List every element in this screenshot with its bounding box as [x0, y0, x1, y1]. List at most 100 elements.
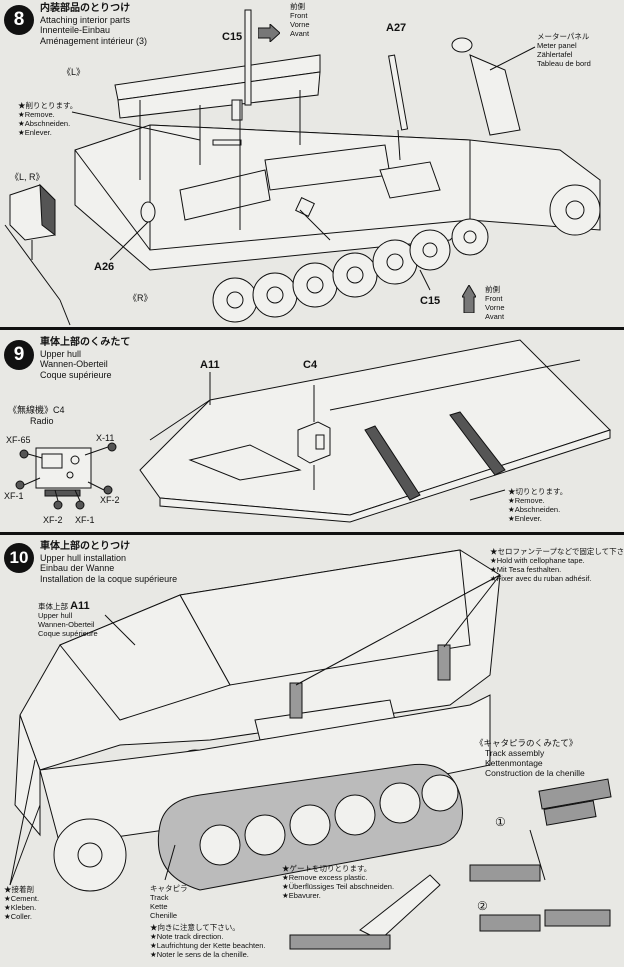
tape-fr: ★Fixer avec du ruban adhésif. [490, 574, 592, 583]
front2-de: Vorne [485, 303, 505, 312]
title-jp: 車体上部のとりつけ [40, 541, 131, 552]
gate-de: ★Überflüssiges Teil abschneiden. [282, 882, 395, 891]
front-arrow-icon [257, 22, 281, 47]
dir-en: ★Note track direction. [150, 932, 224, 941]
front2-fr: Avant [485, 312, 505, 321]
cement-note: ★接着剤 ★Cement. ★Kleben. ★Coller. [4, 885, 39, 921]
part-a11: A11 [200, 359, 220, 371]
title-en: Upper hull [40, 348, 82, 359]
front-en: Front [290, 11, 308, 20]
hull-en: Upper hull [38, 611, 73, 620]
front2-en: Front [485, 294, 503, 303]
remove-fr: ★Enlever. [18, 128, 52, 137]
hull-part: A11 [70, 600, 90, 612]
paint-x11: X-11 [96, 433, 115, 443]
cut-de: ★Abschneiden. [508, 505, 561, 514]
step-title: 車体上部のくみたて Upper hull Wannen-Oberteil Coq… [40, 337, 131, 380]
cut-note: ★切りとります。 ★Remove. ★Abschneiden. ★Enlever… [508, 487, 567, 523]
upper-hull-label: 車体上部 A11 Upper hull Wannen-Oberteil Coqu… [38, 600, 98, 639]
tape-en: ★Hold with cellophane tape. [490, 556, 585, 565]
step-10-drawing [9, 549, 612, 950]
radio-label: 《無線機》C4 Radio [8, 405, 65, 427]
step-number: 8 [4, 5, 34, 35]
meter-fr: Tableau de bord [537, 59, 591, 68]
title-de: Wannen-Oberteil [40, 359, 108, 369]
gate-en: ★Remove excess plastic. [282, 873, 368, 882]
cement-en: ★Cement. [4, 894, 40, 903]
title-jp: 内装部品のとりつけ [40, 3, 131, 14]
tape-de: ★Mit Tesa festhalten. [490, 565, 562, 574]
cement-fr: ★Coller. [4, 912, 32, 921]
track-asm-fr: Construction de la chenille [485, 768, 585, 778]
remove-note: ★削りとります。 ★Remove. ★Abschneiden. ★Enlever… [18, 101, 77, 137]
track-label: キャタピラ Track Kette Chenille [150, 884, 188, 920]
step-8-drawing [4, 9, 601, 326]
step-title: 内装部品のとりつけ Attaching interior parts Innen… [40, 3, 147, 46]
cement-de: ★Kleben. [4, 903, 37, 912]
gate-jp: ★ゲートを切りとります。 [282, 864, 372, 873]
meter-jp: メーターパネル [537, 32, 590, 41]
track-asm-de: Kettenmontage [485, 758, 543, 768]
cut-en: ★Remove. [508, 496, 545, 505]
meter-en: Meter panel [537, 41, 577, 50]
title-de: Einbau der Wanne [40, 563, 115, 573]
track-de: Kette [150, 902, 168, 911]
radio-jp: 《無線機》C4 [8, 405, 65, 415]
track-links [469, 778, 612, 932]
part-a26: A26 [94, 261, 115, 273]
track-asm-jp: 《キャタピラのくみたて》 [475, 738, 578, 748]
paint-xf65: XF-65 [6, 435, 31, 445]
title-fr: Installation de la coque supérieure [40, 573, 178, 584]
part-c15-top: C15 [222, 31, 243, 43]
remove-jp: ★削りとります。 [18, 101, 78, 110]
cut-jp: ★切りとります。 [508, 487, 568, 496]
hull-fr: Coque supérieure [38, 629, 98, 638]
paint-xf2-right: XF-2 [100, 495, 120, 505]
track-assembly-label: 《キャタピラのくみたて》 Track assembly Kettenmontag… [475, 738, 585, 778]
step-circle-2: ② [477, 899, 488, 913]
step-number: 10 [4, 543, 34, 573]
paint-xf1-left: XF-1 [4, 491, 24, 501]
lr-mark: 《L, R》 [10, 172, 45, 182]
tape-jp: ★セロファンテープなどで固定して下さい。 [490, 547, 624, 556]
divider-8-9 [0, 327, 624, 330]
front2-jp: 前側 [485, 285, 500, 294]
paint-xf2-bottom: XF-2 [43, 515, 63, 525]
meter-de: Zählertafel [537, 50, 573, 59]
divider-9-10 [0, 532, 624, 535]
dir-de: ★Laufrichtung der Kette beachten. [150, 941, 266, 950]
front-de: Vorne [290, 20, 310, 29]
road-wheels [212, 184, 601, 323]
gate-note: ★ゲートを切りとります。 ★Remove excess plastic. ★Üb… [282, 864, 394, 900]
title-fr: Coque supérieure [40, 369, 112, 380]
front-fr: Avant [290, 29, 310, 38]
front-label: 前側 Front Vorne Avant [290, 2, 310, 38]
title-en: Attaching interior parts [40, 14, 131, 25]
part-a27: A27 [386, 22, 407, 34]
dir-fr: ★Noter le sens de la chenille. [150, 950, 249, 959]
step-10-panel: 10 車体上部のとりつけ Upper hull installation Ein… [0, 535, 624, 967]
gate-fr: ★Ebavurer. [282, 891, 321, 900]
remove-en: ★Remove. [18, 110, 55, 119]
track-en: Track [150, 893, 169, 902]
right-side-mark: 《R》 [128, 293, 153, 303]
step-number: 9 [4, 340, 34, 370]
part-c15-bottom: C15 [420, 295, 441, 307]
front-jp: 前側 [290, 2, 305, 11]
dir-jp: ★向きに注意して下さい。 [150, 923, 240, 932]
title-jp: 車体上部のくみたて [40, 337, 131, 348]
direction-note: ★向きに注意して下さい。 ★Note track direction. ★Lau… [150, 923, 266, 959]
cement-jp: ★接着剤 [4, 885, 34, 894]
hull-jp: 車体上部 [38, 602, 68, 611]
part-c4: C4 [303, 359, 318, 371]
front-arrow-icon-bottom [461, 284, 477, 318]
step-9-drawing [15, 339, 611, 523]
track-fr: Chenille [150, 911, 178, 920]
remove-de: ★Abschneiden. [18, 119, 71, 128]
cut-fr: ★Enlever. [508, 514, 542, 523]
paint-xf1-bottom: XF-1 [75, 515, 95, 525]
track-jp: キャタピラ [150, 884, 188, 893]
radio-en: Radio [30, 416, 54, 426]
step-title: 車体上部のとりつけ Upper hull installation Einbau… [40, 541, 178, 584]
front-label-bottom: 前側 Front Vorne Avant [485, 285, 505, 321]
